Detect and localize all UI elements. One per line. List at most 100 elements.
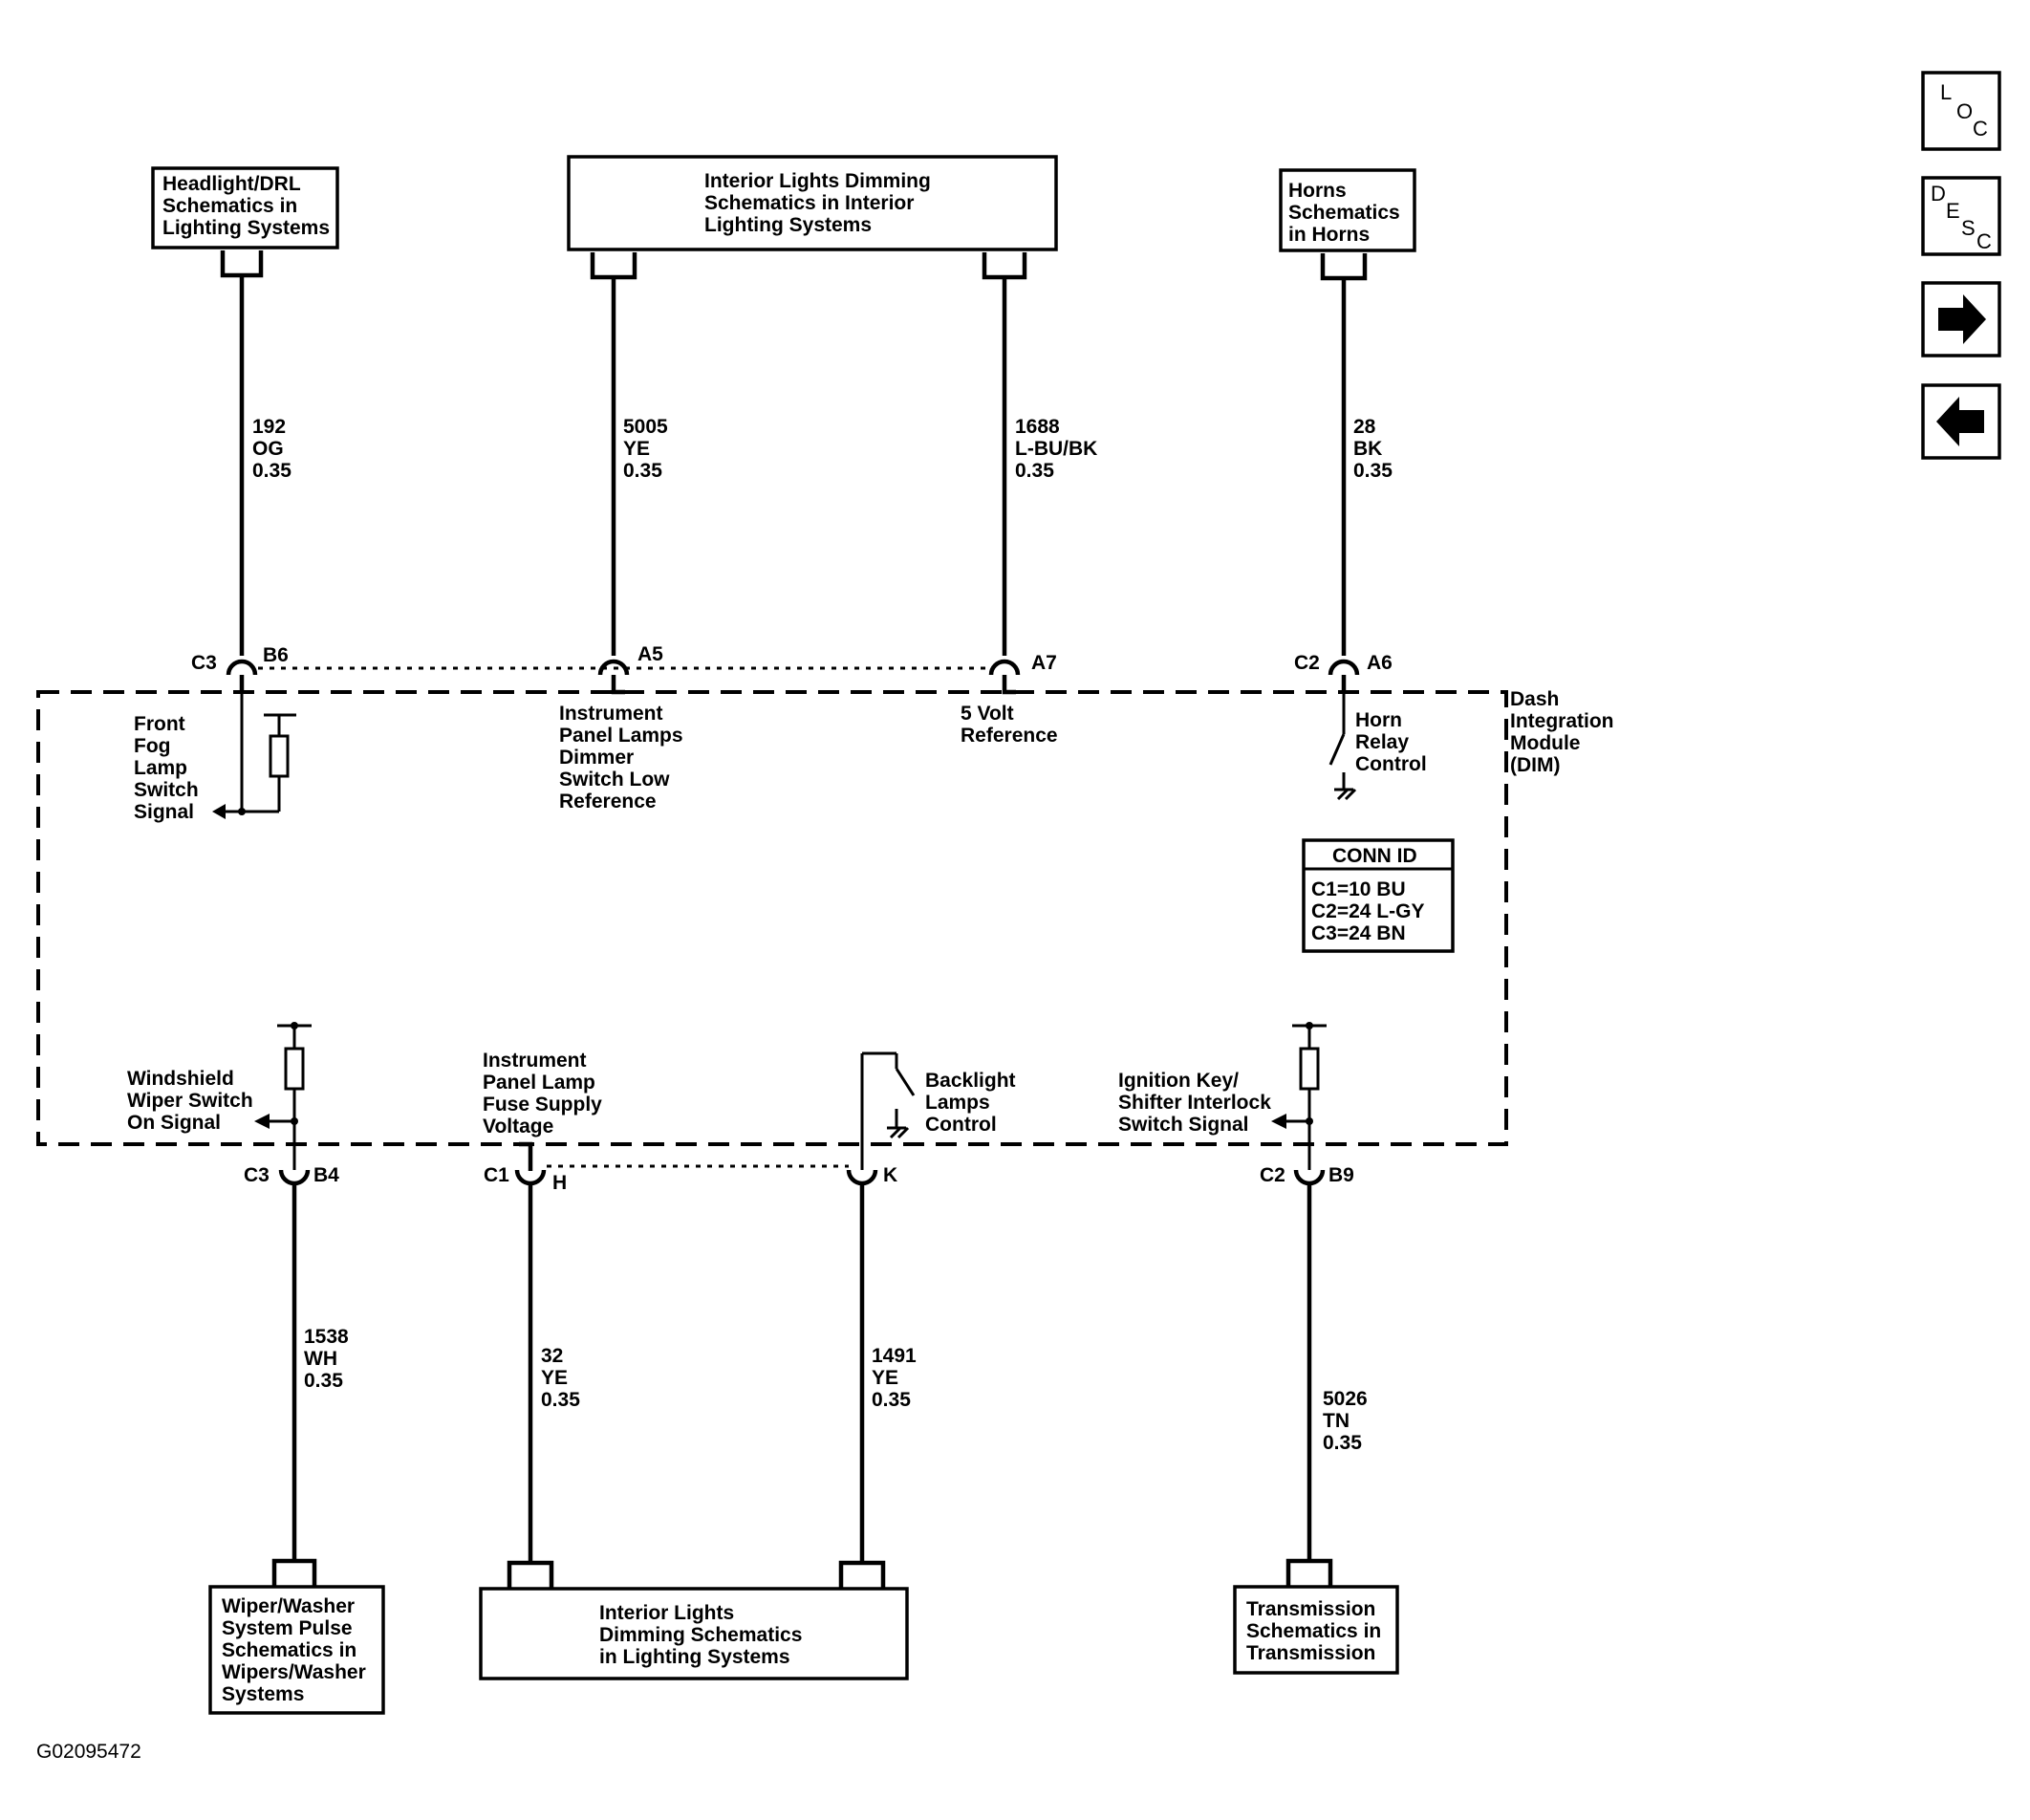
box-interior-top-line-3: Lighting Systems <box>704 214 872 236</box>
svg-text:0.35: 0.35 <box>1353 460 1393 482</box>
svg-text:Schematics in: Schematics in <box>222 1639 356 1661</box>
box-horns[interactable]: Horns Schematics in Horns <box>1279 168 1416 252</box>
arrow-left-icon <box>1936 397 1984 446</box>
svg-text:O: O <box>1956 99 1973 123</box>
svg-text:Fuse Supply: Fuse Supply <box>483 1094 602 1116</box>
box-horns-line-2: Schematics <box>1288 202 1400 224</box>
svg-text:OG: OG <box>252 438 284 460</box>
pin-label-a6: A6 <box>1367 652 1393 674</box>
pin-a7-arc <box>988 659 1021 676</box>
signal-label-ignition: Ignition Key/ Shifter Interlock Switch S… <box>1118 1070 1271 1136</box>
terminal-a5 <box>611 675 625 695</box>
pin-b6-arc <box>226 659 258 676</box>
svg-text:Front: Front <box>134 713 185 735</box>
svg-text:Ignition Key/: Ignition Key/ <box>1118 1070 1239 1092</box>
svg-text:Reference: Reference <box>559 791 657 812</box>
svg-text:YE: YE <box>541 1367 568 1389</box>
svg-text:YE: YE <box>623 438 650 460</box>
tab-wiper <box>271 1558 317 1587</box>
svg-text:5026: 5026 <box>1323 1388 1368 1410</box>
wire-label-1538: 1538 WH 0.35 <box>304 1326 349 1392</box>
box-horns-line-3: in Horns <box>1288 224 1370 246</box>
svg-text:Wiper/Washer: Wiper/Washer <box>222 1595 355 1617</box>
tab-headlight <box>220 250 264 278</box>
svg-text:Panel Lamps: Panel Lamps <box>559 725 683 747</box>
svg-text:0.35: 0.35 <box>1323 1432 1362 1454</box>
svg-text:Dimmer: Dimmer <box>559 747 634 769</box>
module-outline <box>36 690 1508 1146</box>
svg-text:Switch Low: Switch Low <box>559 769 670 791</box>
wire-label-5026: 5026 TN 0.35 <box>1323 1388 1368 1454</box>
svg-text:1538: 1538 <box>304 1326 349 1348</box>
desc-button[interactable]: D E S C <box>1921 176 2001 256</box>
svg-text:Windshield: Windshield <box>127 1068 234 1090</box>
arrow-right-icon <box>1938 294 1986 344</box>
svg-text:0.35: 0.35 <box>541 1389 580 1411</box>
pin-label-h: H <box>552 1172 567 1194</box>
box-transmission[interactable]: Transmission Schematics in Transmission <box>1233 1585 1399 1675</box>
svg-text:S: S <box>1961 216 1976 240</box>
signal-label-fog: Front Fog Lamp Switch Signal <box>134 713 199 823</box>
wiper-switch-circuit <box>254 1022 312 1170</box>
signal-label-ip-fuse: Instrument Panel Lamp Fuse Supply Voltag… <box>483 1050 602 1138</box>
ignition-switch-circuit <box>1271 1022 1327 1170</box>
svg-text:Relay: Relay <box>1355 731 1409 753</box>
svg-text:Systems: Systems <box>222 1683 304 1705</box>
conn-id-table: CONN ID C1=10 BU C2=24 L-GY C3=24 BN <box>1302 838 1455 953</box>
svg-text:Instrument: Instrument <box>483 1050 587 1072</box>
horn-relay-circuit <box>1328 692 1357 801</box>
svg-text:Schematics in: Schematics in <box>1246 1620 1381 1642</box>
tab-interior-top-right <box>982 252 1027 280</box>
wire-label-5005: 5005 YE 0.35 <box>623 416 668 482</box>
pin-label-c2-bot: C2 <box>1260 1164 1285 1186</box>
svg-text:WH: WH <box>304 1348 337 1370</box>
box-interior-lights-top[interactable]: Interior Lights Dimming Schematics in In… <box>567 155 1058 251</box>
svg-text:D: D <box>1931 182 1946 206</box>
svg-text:Backlight: Backlight <box>925 1070 1016 1092</box>
next-button[interactable] <box>1921 281 2001 358</box>
box-interior-lights-bottom[interactable]: Interior Lights Dimming Schematics in Li… <box>479 1587 909 1680</box>
conn-id-row-3: C3=24 BN <box>1311 922 1406 944</box>
pin-k-arc <box>846 1169 878 1186</box>
pin-label-c1: C1 <box>484 1164 509 1186</box>
box-wiper-washer[interactable]: Wiper/Washer System Pulse Schematics in … <box>208 1585 385 1715</box>
tab-transmission <box>1285 1558 1333 1587</box>
svg-text:Integration: Integration <box>1510 710 1614 732</box>
pin-label-b6: B6 <box>263 644 289 666</box>
loc-button[interactable]: L O C <box>1921 71 2001 151</box>
pin-label-a5: A5 <box>637 643 663 665</box>
tab-interior-bottom-right <box>838 1560 886 1589</box>
terminal-a7 <box>1002 675 1016 695</box>
pin-label-c2-top: C2 <box>1294 652 1320 674</box>
backlight-circuit <box>860 1051 916 1170</box>
box-interior-top-line-2: Schematics in Interior <box>704 192 914 214</box>
svg-text:0.35: 0.35 <box>252 460 292 482</box>
svg-text:5005: 5005 <box>623 416 668 438</box>
fog-lamp-circuit <box>212 692 296 819</box>
pin-label-k: K <box>883 1164 897 1186</box>
svg-text:C: C <box>1973 117 1988 141</box>
pin-label-c3-top: C3 <box>191 652 217 674</box>
box-headlight-drl[interactable]: Headlight/DRL Schematics in Lighting Sys… <box>151 166 339 249</box>
wire-label-32: 32 YE 0.35 <box>541 1345 580 1411</box>
pin-b9-arc <box>1293 1169 1326 1186</box>
svg-text:Reference: Reference <box>961 725 1058 747</box>
tab-interior-bottom-left <box>507 1560 554 1589</box>
svg-text:0.35: 0.35 <box>304 1370 343 1392</box>
conn-id-row-1: C1=10 BU <box>1311 878 1406 900</box>
svg-text:Instrument: Instrument <box>559 703 663 725</box>
svg-text:C: C <box>1976 229 1992 253</box>
svg-text:Control: Control <box>925 1114 997 1136</box>
wire-label-28: 28 BK 0.35 <box>1353 416 1393 482</box>
box-headlight-line-1: Headlight/DRL <box>162 173 301 195</box>
svg-text:Signal: Signal <box>134 801 194 823</box>
previous-button[interactable] <box>1921 383 2001 460</box>
pin-label-a7: A7 <box>1031 652 1057 674</box>
svg-text:Module: Module <box>1510 732 1581 754</box>
pin-b4-arc <box>278 1169 311 1186</box>
svg-text:Lamps: Lamps <box>925 1092 990 1114</box>
svg-text:Control: Control <box>1355 753 1427 775</box>
svg-text:1491: 1491 <box>872 1345 917 1367</box>
signal-label-five-volt: 5 Volt Reference <box>961 703 1058 747</box>
svg-text:Wipers/Washer: Wipers/Washer <box>222 1661 366 1683</box>
